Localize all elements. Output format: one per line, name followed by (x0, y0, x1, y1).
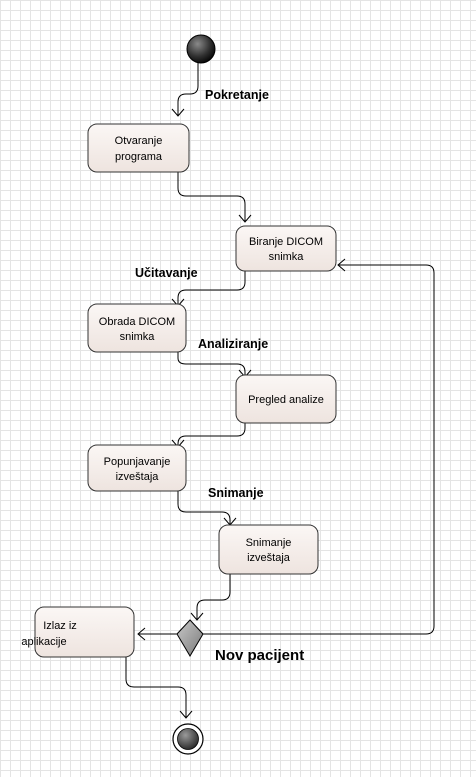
edge-pregled-popunjavanje (177, 423, 246, 447)
edge-snimanje-decision (196, 574, 231, 620)
end-node (172, 723, 204, 755)
activity-label: Otvaranje (115, 135, 163, 147)
edge-decision-biranje-loop (203, 264, 435, 635)
edge-label-analiziranje: Analiziranje (198, 337, 268, 351)
arrowhead (179, 710, 193, 719)
decision-node (176, 619, 204, 657)
activity-box (87, 123, 190, 173)
activity-label: programa (115, 151, 163, 163)
arrowhead (137, 627, 146, 641)
activity-izlaz-iz-aplikacije: Izlaz iz aplikacije (21, 606, 135, 658)
activity-otvaranje-programa: Otvaranje programa (87, 123, 190, 173)
activity-obrada-dicom-snimka: Obrada DICOM snimka (87, 303, 187, 353)
activity-label: Snimanje (246, 537, 292, 549)
edges (125, 62, 435, 718)
edge-label-pokretanje: Pokretanje (205, 88, 269, 102)
edge-obrada-pregled (177, 352, 246, 377)
activity-label: aplikacije (21, 636, 66, 648)
activity-box (218, 524, 319, 575)
activity-popunjavanje-izvestaja: Popunjavanje izveštaja (87, 444, 187, 492)
edge-popunjavanje-snimanje (177, 491, 231, 525)
activity-pregled-analize: Pregled analize (235, 374, 337, 424)
activity-snimanje-izvestaja: Snimanje izveštaja (218, 524, 319, 575)
arrowhead (190, 612, 204, 621)
activity-box (87, 303, 187, 353)
arrowhead (171, 108, 185, 117)
activity-biranje-dicom-snimka: Biranje DICOM snimka (235, 225, 337, 272)
activity-label: snimka (269, 251, 305, 263)
edge-label-nov-pacijent: Nov pacijent (215, 647, 304, 664)
start-node (186, 34, 216, 64)
activity-label: Izlaz iz (43, 620, 77, 632)
edge-biranje-obrada (177, 271, 246, 306)
edge-label-snimanje: Snimanje (208, 486, 264, 500)
arrowhead (238, 214, 252, 223)
activity-box (235, 225, 337, 272)
activity-label: Biranje DICOM (249, 236, 323, 248)
edge-izlaz-end (125, 657, 187, 718)
edge-start-otvaranje (177, 62, 199, 116)
activity-label: izveštaja (116, 471, 160, 483)
activity-box (34, 606, 135, 658)
edge-label-ucitavanje: Učitavanje (135, 266, 198, 280)
activity-label: Obrada DICOM (99, 316, 175, 328)
edge-otvaranje-biranje (177, 172, 246, 222)
activity-label: Popunjavanje (104, 456, 171, 468)
activity-box (235, 374, 337, 424)
activity-box (87, 444, 187, 492)
arrowhead (337, 258, 346, 272)
activity-label: izveštaja (247, 552, 291, 564)
activity-label: Pregled analize (248, 394, 324, 406)
activity-label: snimka (120, 331, 156, 343)
